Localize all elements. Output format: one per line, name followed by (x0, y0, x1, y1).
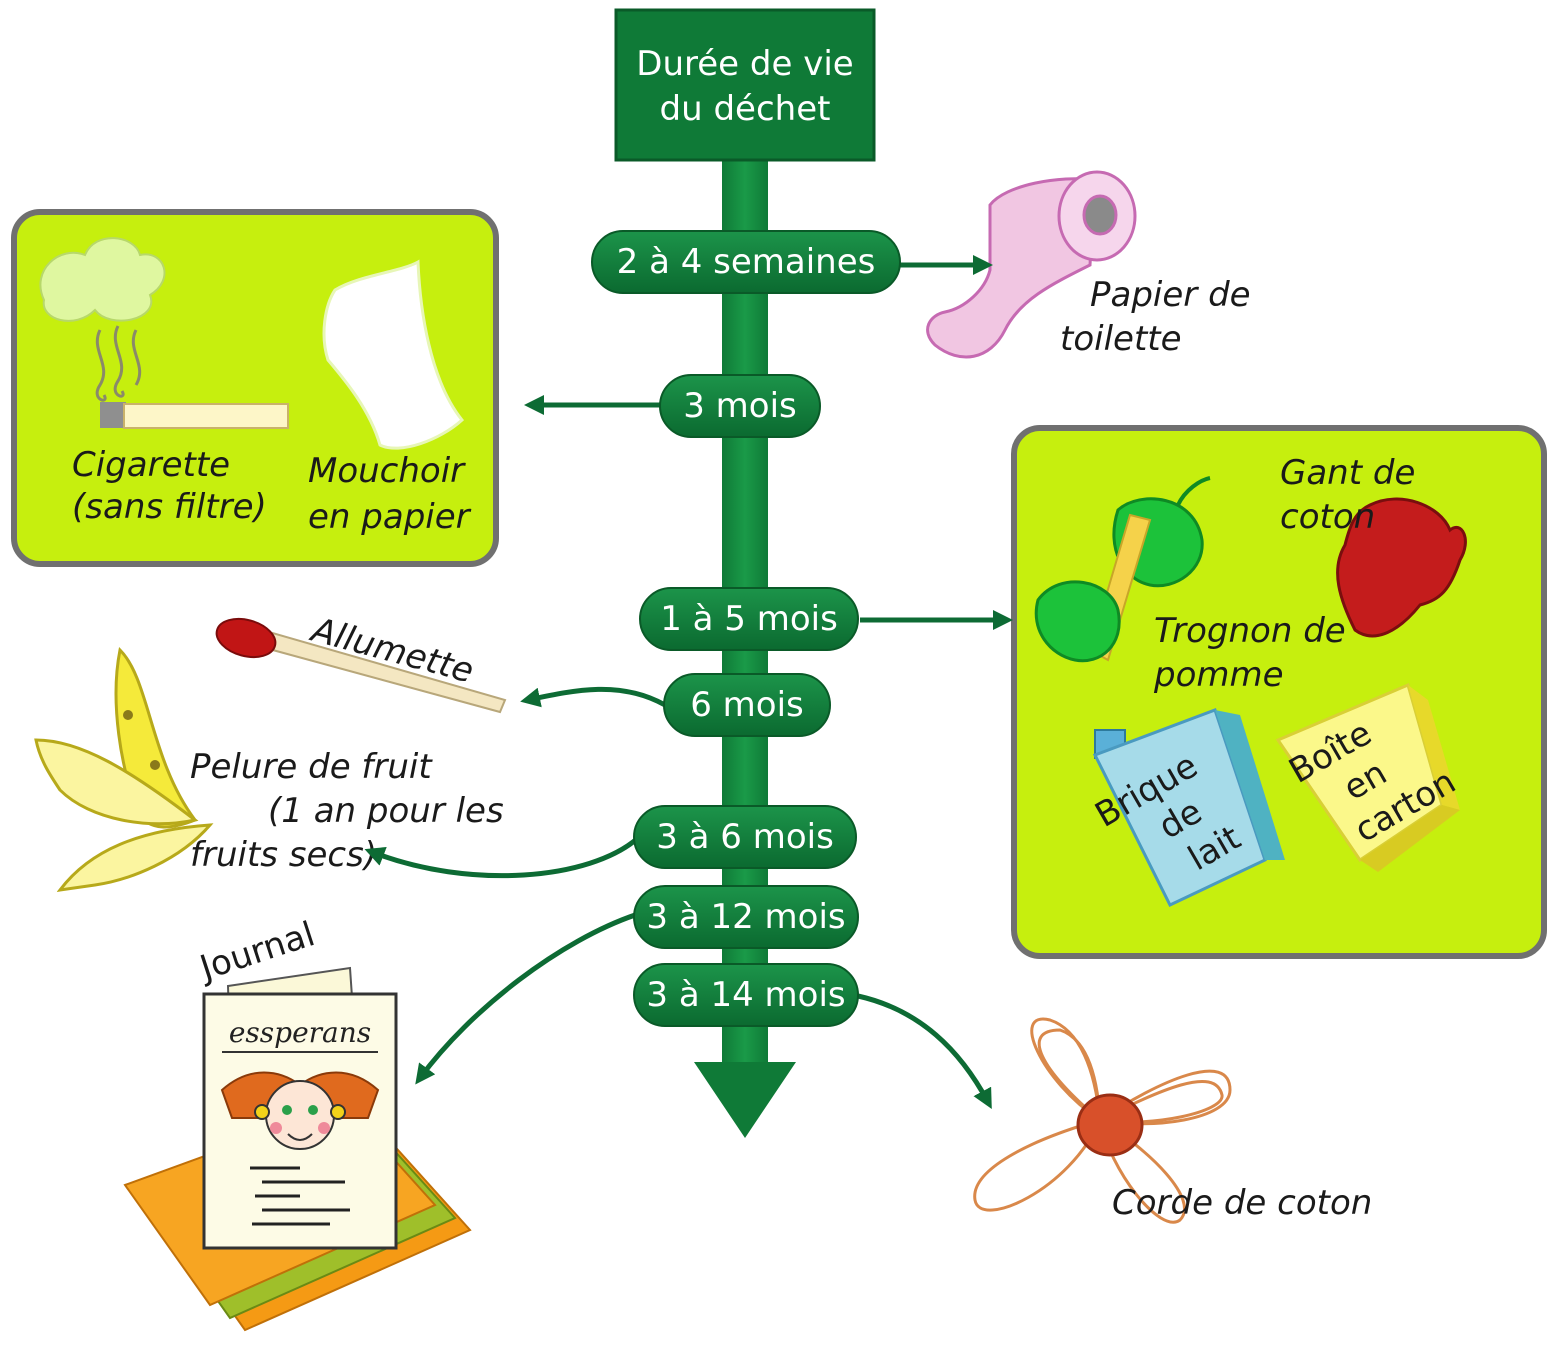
cigarette-ash-icon (100, 402, 126, 428)
label-cigarette-1: Cigarette (72, 445, 230, 485)
apple-core-icon (1034, 476, 1211, 663)
smoke-icon (39, 237, 166, 322)
label-mouchoir-1: Mouchoir (308, 451, 466, 491)
title-line-2: du déchet (660, 89, 831, 129)
pill-3-12-mois: 3 à 12 mois (633, 885, 859, 949)
pill-label: 2 à 4 semaines (617, 242, 876, 282)
pill-6-mois: 6 mois (663, 673, 831, 737)
newspaper-icon: essperans (123, 966, 472, 1332)
pill-3-6-mois: 3 à 6 mois (633, 805, 857, 869)
panel-right: Gant de coton Trognon de pomme Brique de… (1011, 425, 1547, 959)
pill-label: 3 mois (683, 386, 797, 426)
banana-peel-icon (34, 646, 214, 892)
pill-label: 3 à 6 mois (656, 817, 834, 857)
arrow-to-allumette (520, 686, 667, 708)
connector-arrows (364, 255, 1013, 1110)
arrow-to-journal (415, 911, 639, 1085)
smoke-wisp-icon (95, 329, 107, 402)
pill-2-4-semaines: 2 à 4 semaines (591, 230, 901, 294)
label-pelure-3: fruits secs) (190, 835, 377, 875)
timeline-pills: 2 à 4 semaines 3 mois 1 à 5 mois 6 mois … (591, 230, 901, 1027)
mitten-icon (1336, 497, 1467, 638)
pill-label: 1 à 5 mois (660, 599, 838, 639)
label-trognon-2: pomme (1153, 655, 1284, 695)
pill-1-5-mois: 1 à 5 mois (639, 587, 859, 651)
tissue-icon (322, 259, 465, 450)
newspaper-masthead: essperans (229, 1016, 371, 1049)
toilet-paper-icon (926, 170, 1137, 359)
milk-carton-icon (1092, 708, 1285, 907)
axis-arrowhead (694, 1062, 796, 1138)
label-papier-2: toilette (1060, 319, 1182, 359)
label-corde: Corde de coton (1112, 1183, 1372, 1223)
label-pelure-1: Pelure de fruit (190, 747, 433, 787)
smoke-wisp-icon (131, 329, 142, 386)
arrow-to-corde (857, 993, 992, 1110)
match-icon (215, 617, 507, 714)
pill-label: 3 à 12 mois (646, 897, 845, 937)
label-trognon-1: Trognon de (1154, 611, 1346, 651)
label-cigarette-2: (sans filtre) (72, 487, 267, 527)
label-gant-1: Gant de (1280, 453, 1415, 493)
cardboard-box-icon (1275, 682, 1460, 872)
cigarette-icon (123, 403, 289, 429)
label-pelure-2: (1 an pour les (268, 791, 504, 831)
rope-icon (973, 1017, 1232, 1224)
pill-3-14-mois: 3 à 14 mois (633, 963, 859, 1027)
title-box: Durée de vie du déchet (614, 8, 876, 162)
pill-label: 3 à 14 mois (646, 975, 845, 1015)
title-box-bg (614, 8, 876, 162)
panel-left: Cigarette (sans filtre) Mouchoir en papi… (11, 209, 499, 567)
label-papier-1: Papier de (1090, 275, 1251, 315)
arrow-to-pelure (364, 836, 640, 879)
title-line-1: Durée de vie (636, 44, 853, 84)
smoke-wisp-icon (113, 325, 125, 398)
pill-3-mois: 3 mois (659, 374, 821, 438)
pill-label: 6 mois (690, 685, 804, 725)
label-mouchoir-2: en papier (308, 497, 472, 537)
label-gant-2: coton (1280, 497, 1375, 537)
